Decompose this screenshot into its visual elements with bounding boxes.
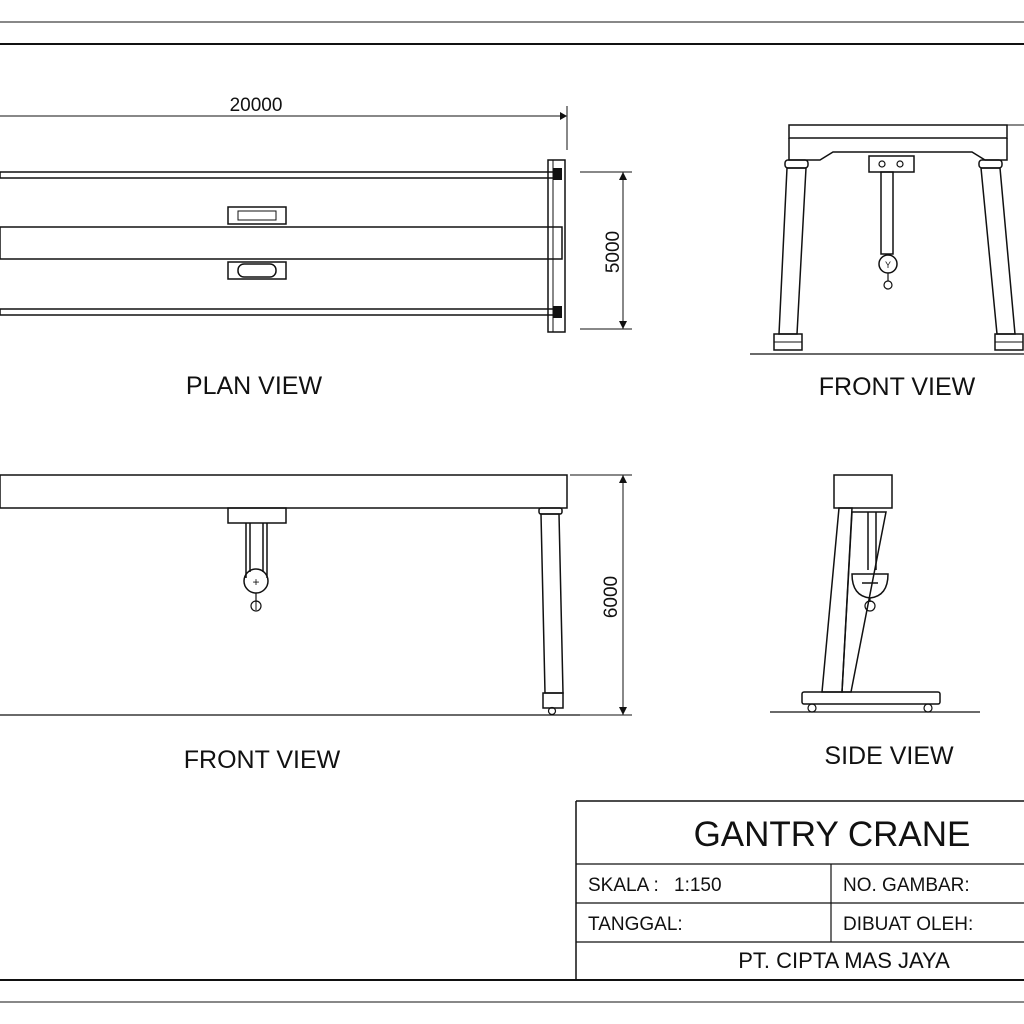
- drawn-by-label: DIBUAT OLEH:: [843, 914, 973, 935]
- side-hook-block: [851, 573, 889, 599]
- plan-width-dim-text: 5000: [603, 231, 624, 273]
- side-hook: [864, 600, 876, 612]
- side-brace: [841, 511, 887, 693]
- plan-width-dimension: 5000: [580, 171, 632, 330]
- plan-view-title: PLAN VIEW: [186, 372, 323, 400]
- side-view: SIDE VIEW: [770, 474, 980, 770]
- svg-text:+: +: [252, 575, 259, 589]
- front-view-left-title: FRONT VIEW: [184, 746, 341, 774]
- plan-length-dimension: 20000: [0, 95, 568, 150]
- plan-trolley: [227, 206, 287, 280]
- front-leg: [540, 513, 564, 694]
- side-view-title: SIDE VIEW: [824, 742, 954, 770]
- front-view-right-title: FRONT VIEW: [819, 373, 976, 401]
- hoist-ropes: [880, 171, 894, 255]
- top-beam: [788, 124, 1008, 139]
- drawing-no-label: NO. GAMBAR:: [843, 875, 970, 896]
- main-girder: [0, 226, 563, 260]
- front-height-dimension: 6000: [570, 474, 632, 716]
- plan-length-dim-text: 20000: [230, 95, 283, 116]
- left-leg: [778, 167, 807, 335]
- end-truck: [547, 159, 566, 333]
- trolley-block: [868, 155, 915, 173]
- side-base-frame: [801, 691, 941, 705]
- title-block: GANTRY CRANE SKALA : 1:150 NO. GAMBAR: T…: [575, 800, 1024, 980]
- svg-text:Y: Y: [885, 260, 891, 270]
- front-main-beam: [0, 474, 568, 509]
- wheel-upper: [553, 168, 562, 180]
- front-height-dim-text: 6000: [601, 576, 622, 618]
- front-trolley: [227, 507, 287, 524]
- sheet-border: [0, 21, 1024, 1003]
- company-name: PT. CIPTA MAS JAYA: [738, 948, 950, 973]
- hook: [883, 280, 893, 290]
- front-hook: [250, 600, 262, 612]
- front-view-left: + 6000 FRONT VIEW: [0, 474, 632, 774]
- side-beam-end: [833, 474, 893, 509]
- wheel-lower: [553, 306, 562, 318]
- plan-view: 20000 5000 PLAN VIEW: [0, 95, 632, 400]
- date-label: TANGGAL:: [588, 914, 683, 935]
- upper-rail: [0, 171, 559, 179]
- scale-label: SKALA :: [588, 875, 659, 896]
- right-leg: [980, 167, 1016, 335]
- front-view-right: Y FRONT VIEW: [750, 124, 1024, 401]
- drawing-title: GANTRY CRANE: [694, 815, 971, 854]
- lower-rail: [0, 308, 559, 316]
- scale-value: 1:150: [674, 875, 722, 896]
